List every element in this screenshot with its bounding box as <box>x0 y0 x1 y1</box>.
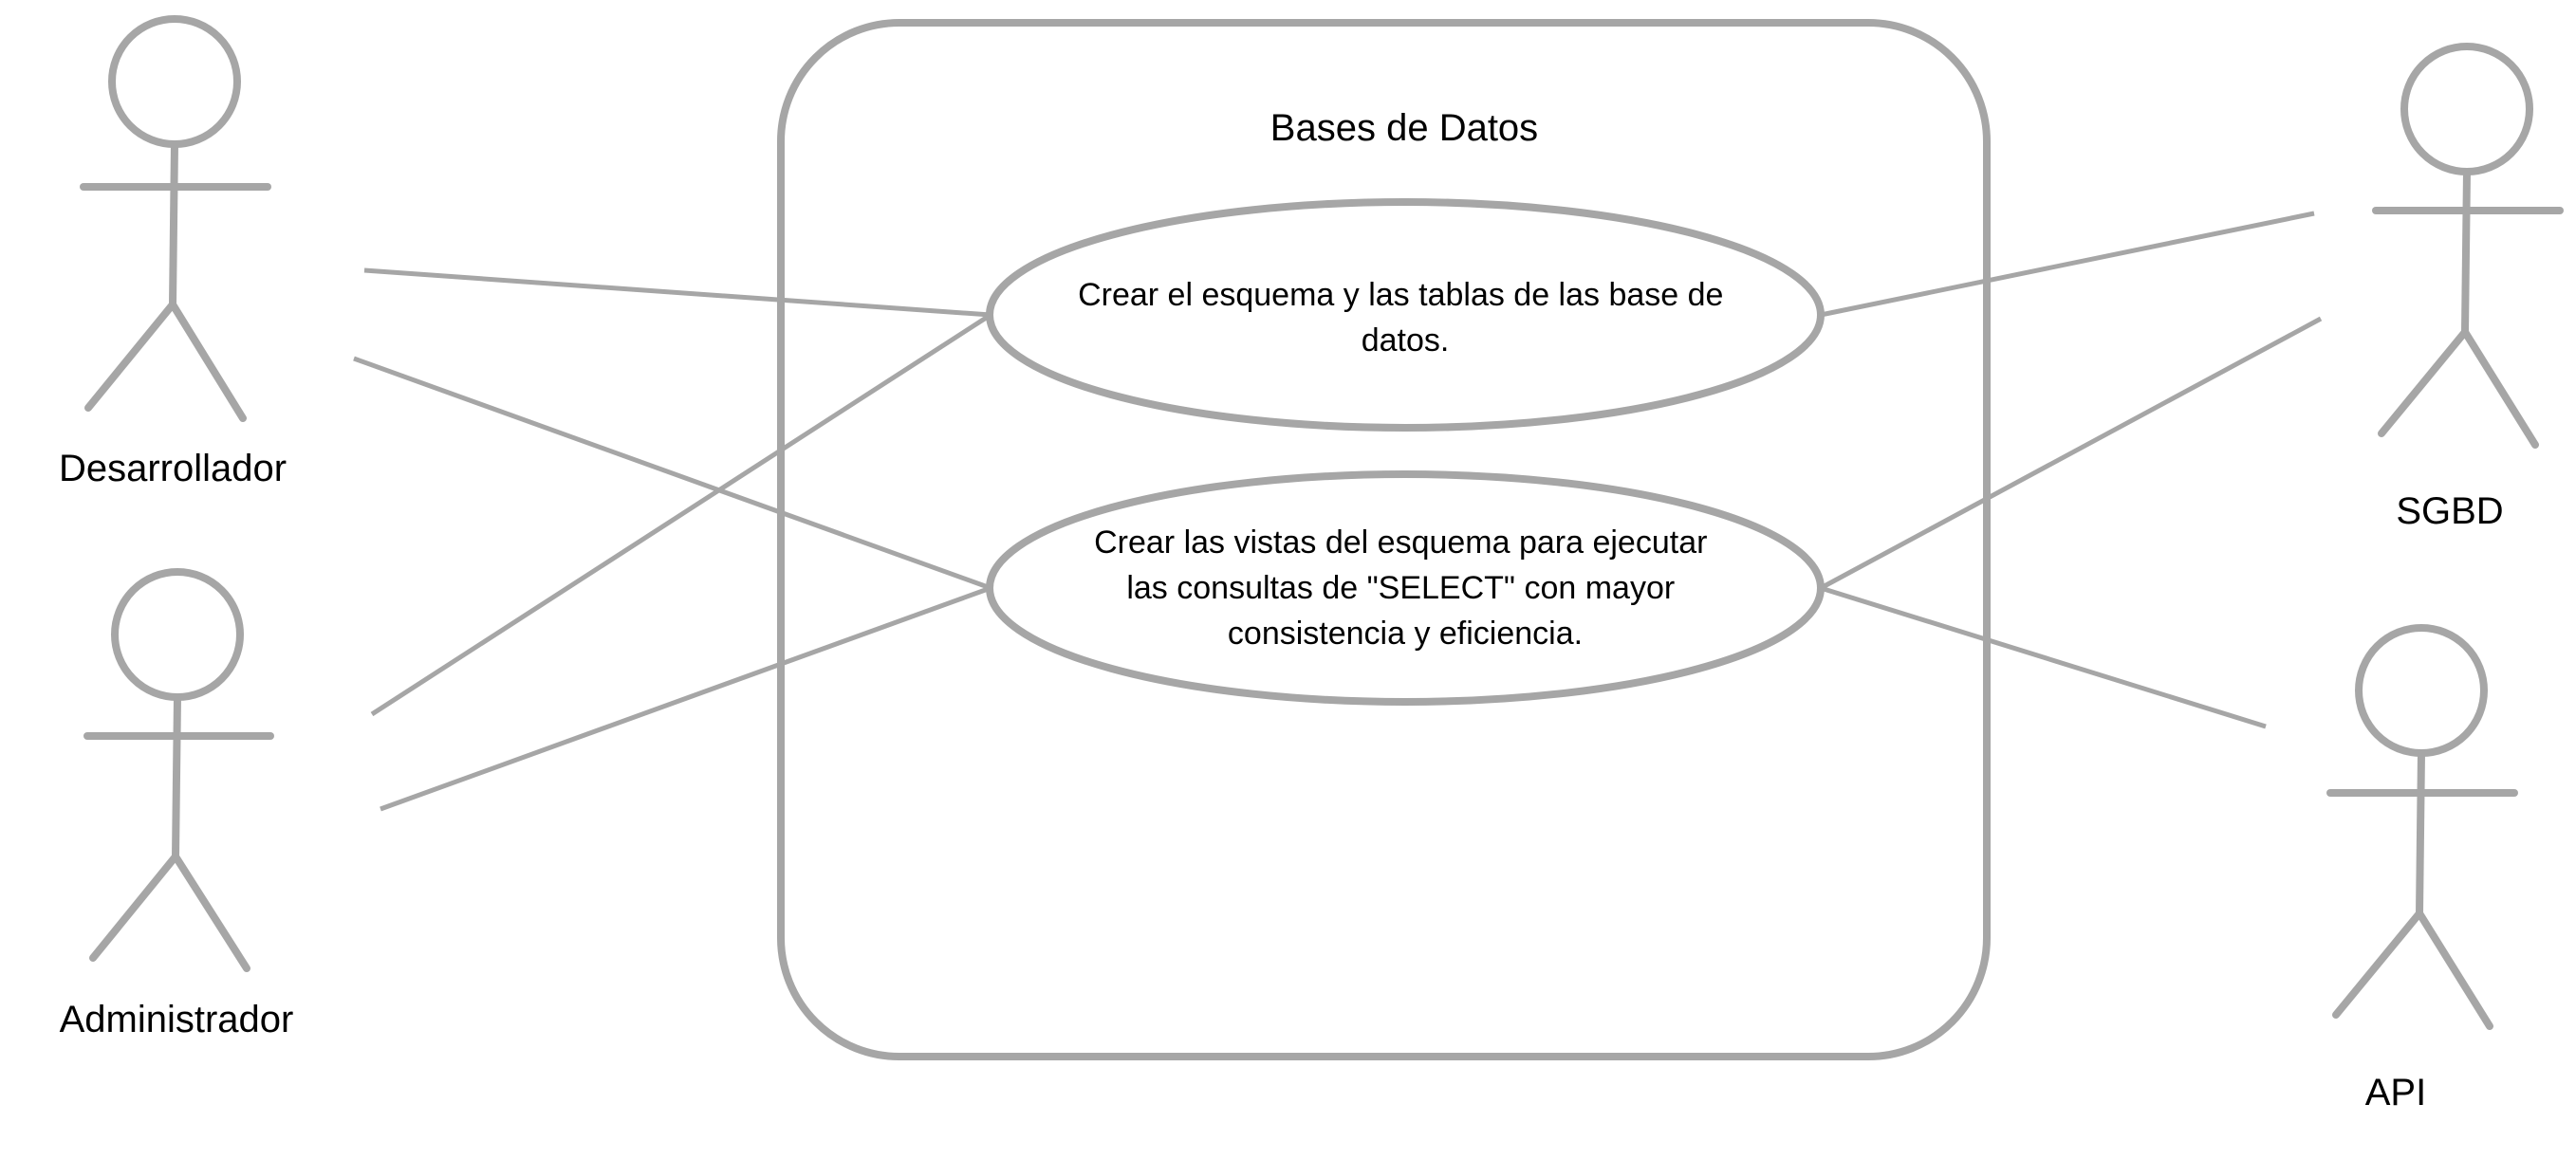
association-uc2-sgbd <box>1819 316 2323 591</box>
actor-head <box>108 15 241 148</box>
system-boundary <box>777 19 1991 1060</box>
actor-left-leg <box>84 301 176 412</box>
actor-desarrollador: Desarrollador <box>59 15 287 489</box>
actor-left-leg <box>2378 328 2469 437</box>
actor-left-leg <box>89 853 179 962</box>
associations <box>353 211 2323 812</box>
use-case-label-line: Crear el esquema y las tablas de las bas… <box>1078 277 1723 313</box>
use-case-label-line: las consultas de "SELECT" con mayor <box>1126 570 1675 606</box>
actor-label: SGBD <box>2396 490 2503 532</box>
use-case-label: Crear las vistas del esquema para ejecut… <box>1094 524 1716 652</box>
actor-label: Desarrollador <box>59 448 287 489</box>
association-desarrollador-uc2 <box>353 356 991 591</box>
actor-body <box>172 693 181 860</box>
actor-body <box>169 140 178 308</box>
actor-body <box>2461 168 2471 336</box>
actor-right-leg <box>2416 910 2493 1030</box>
actor-body <box>2416 749 2425 917</box>
actor-label: API <box>2365 1072 2426 1113</box>
use-case-create-schema: Crear el esquema y las tablas de las bas… <box>986 198 1825 432</box>
use-case-create-views: Crear las vistas del esquema para ejecut… <box>986 470 1825 706</box>
association-administrador-uc2 <box>380 585 991 812</box>
actor-right-leg <box>172 853 250 972</box>
actor-api: API <box>2326 624 2518 1113</box>
actor-label: Administrador <box>60 999 294 1040</box>
use-case-ellipse <box>986 198 1825 432</box>
system-title: Bases de Datos <box>1270 107 1538 149</box>
association-desarrollador-uc1 <box>363 267 991 318</box>
actor-left-leg <box>2332 910 2423 1019</box>
association-uc1-sgbd <box>1820 211 2315 318</box>
use-case-label-line: datos. <box>1362 322 1450 359</box>
association-administrador-uc1 <box>370 312 992 717</box>
use-case-label-line: consistencia y eficiencia. <box>1228 616 1583 652</box>
association-uc2-api <box>1820 585 2267 729</box>
actor-right-leg <box>2461 328 2539 449</box>
actor-right-leg <box>169 301 247 422</box>
use-case-label: Crear el esquema y las tablas de las bas… <box>1078 277 1733 359</box>
actor-administrador: Administrador <box>60 568 294 1040</box>
actor-head <box>2400 43 2533 175</box>
actor-head <box>2355 624 2488 757</box>
actor-sgbd: SGBD <box>2372 43 2564 532</box>
actor-head <box>111 568 244 701</box>
use-case-ellipse <box>986 470 1825 706</box>
use-case-label-line: Crear las vistas del esquema para ejecut… <box>1094 524 1707 561</box>
